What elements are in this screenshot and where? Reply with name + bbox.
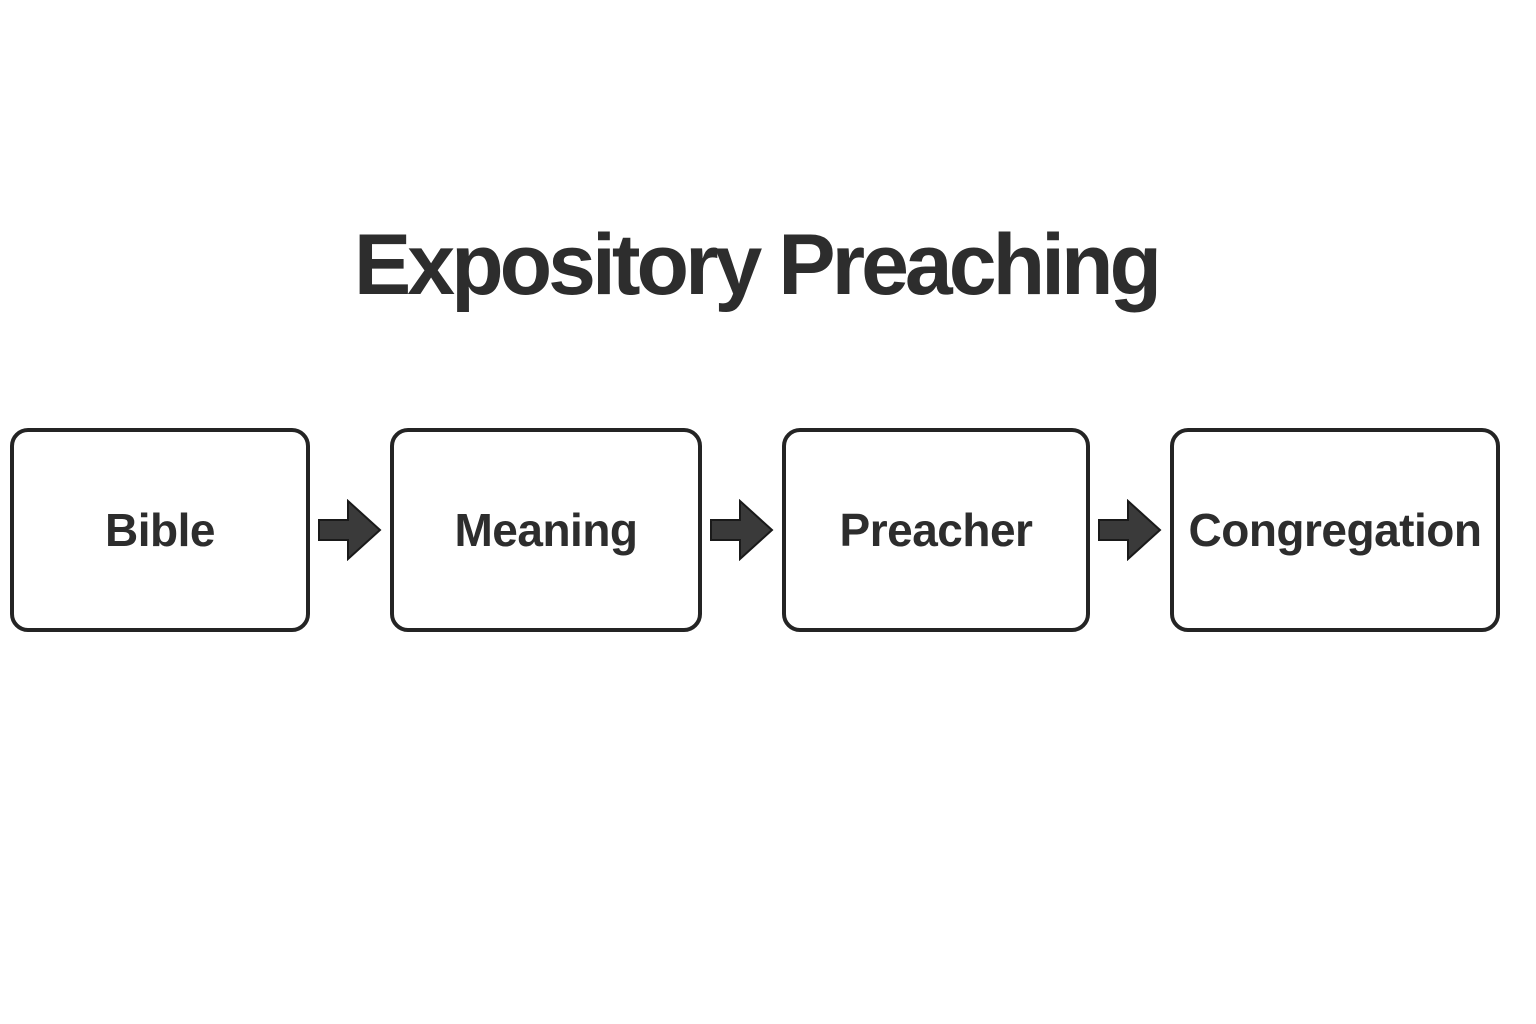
flow-node-meaning: Meaning: [390, 428, 702, 632]
flow-node-congregation: Congregation: [1170, 428, 1500, 632]
flow-node-label: Meaning: [454, 504, 638, 556]
flow-node-label: Congregation: [1188, 504, 1482, 556]
page-title: Expository Preaching: [353, 217, 1162, 313]
arrow-right-icon: [318, 499, 382, 561]
flow-node-label: Preacher: [839, 504, 1033, 556]
flow-node-label: Bible: [105, 504, 215, 556]
flow-diagram: Bible Meaning Preacher Congregation: [10, 428, 1500, 632]
flow-node-preacher: Preacher: [782, 428, 1090, 632]
arrow-right-icon: [710, 499, 774, 561]
arrow-right-icon: [1098, 499, 1162, 561]
flow-node-bible: Bible: [10, 428, 310, 632]
